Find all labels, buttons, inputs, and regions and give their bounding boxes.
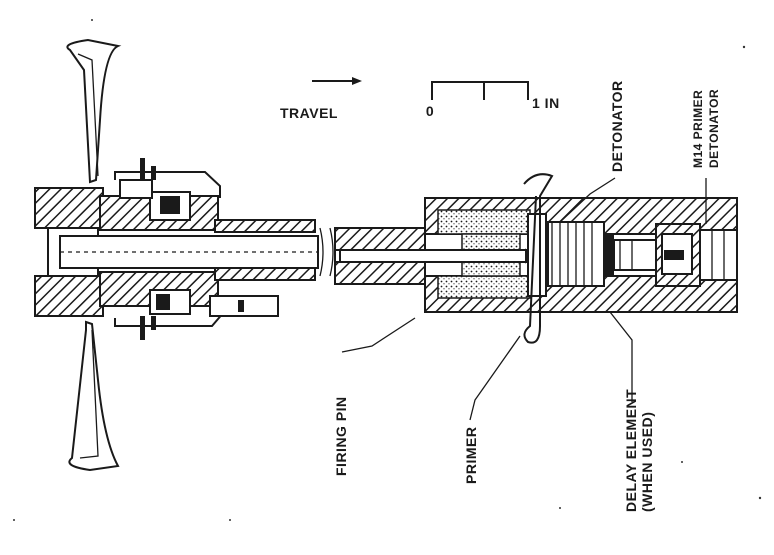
scale-end-label: 1 IN [532, 95, 560, 111]
label-delay-line1: DELAY ELEMENT [623, 389, 639, 512]
label-detonator: DETONATOR [609, 80, 625, 172]
label-firing-pin: FIRING PIN [333, 396, 349, 476]
detonator-body-assembly [334, 173, 738, 344]
leader-lines [341, 177, 707, 421]
firing-pin [339, 249, 527, 263]
head-body-lower [34, 275, 104, 317]
m14-primer-detonator [655, 223, 738, 287]
fuze-head-assembly [34, 38, 319, 472]
safety-cotter-pin [523, 173, 554, 344]
travel-label: TRAVEL [280, 105, 338, 121]
firing-pin-leader [341, 317, 416, 353]
scan-specks [13, 19, 762, 521]
label-m14-line1: M14 PRIMER [691, 90, 705, 168]
detonator-leader [559, 177, 616, 223]
label-primer: PRIMER [463, 427, 479, 484]
travel-direction: TRAVEL [280, 77, 362, 121]
lower-vane [68, 320, 120, 472]
scale-bar: 0 1 IN [426, 81, 560, 119]
head-body-upper [34, 187, 104, 229]
delay-element [547, 221, 605, 287]
scale-start-label: 0 [426, 103, 434, 119]
upper-vane [66, 38, 122, 184]
delay-element-leader [609, 311, 633, 402]
primer-leader [469, 335, 521, 421]
label-delay-line2: (WHEN USED) [639, 412, 655, 512]
label-m14-line2: DETONATOR [707, 89, 721, 168]
